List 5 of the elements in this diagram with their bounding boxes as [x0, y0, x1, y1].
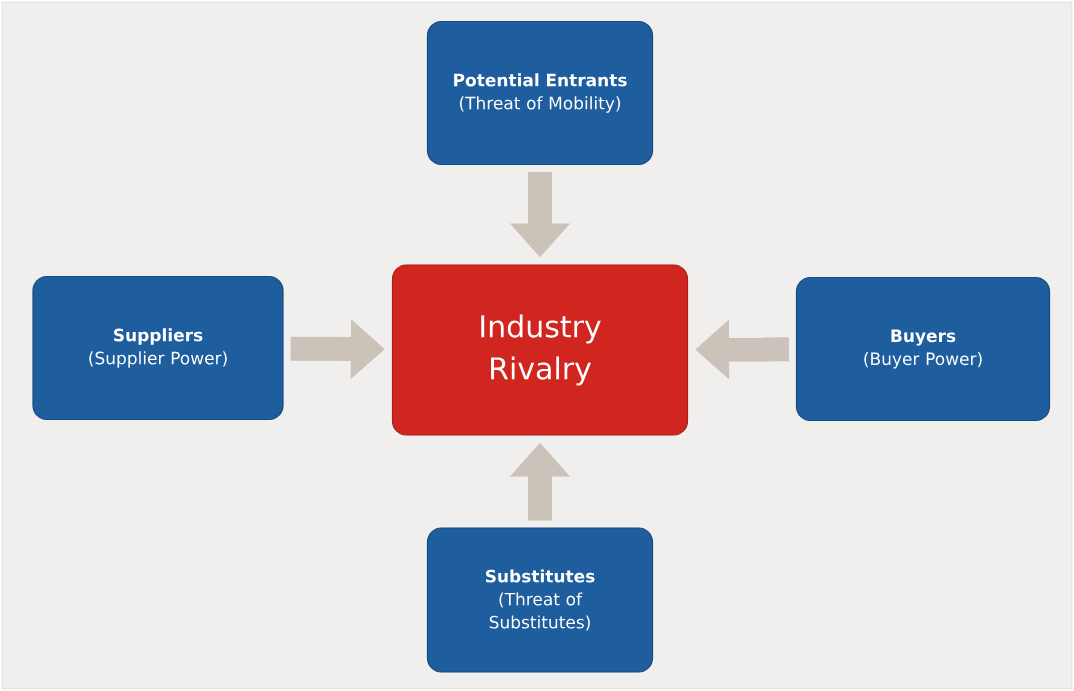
process-box: Suppliers (Supplier Power)	[32, 275, 284, 421]
process-box: Potential Entrants (Threat of Mobility)	[426, 20, 654, 166]
process-box: Substitutes (Threat of Substitutes)	[426, 527, 654, 673]
process-box: Buyers (Buyer Power)	[795, 276, 1051, 422]
process-box: Industry Rivalry	[391, 264, 689, 436]
